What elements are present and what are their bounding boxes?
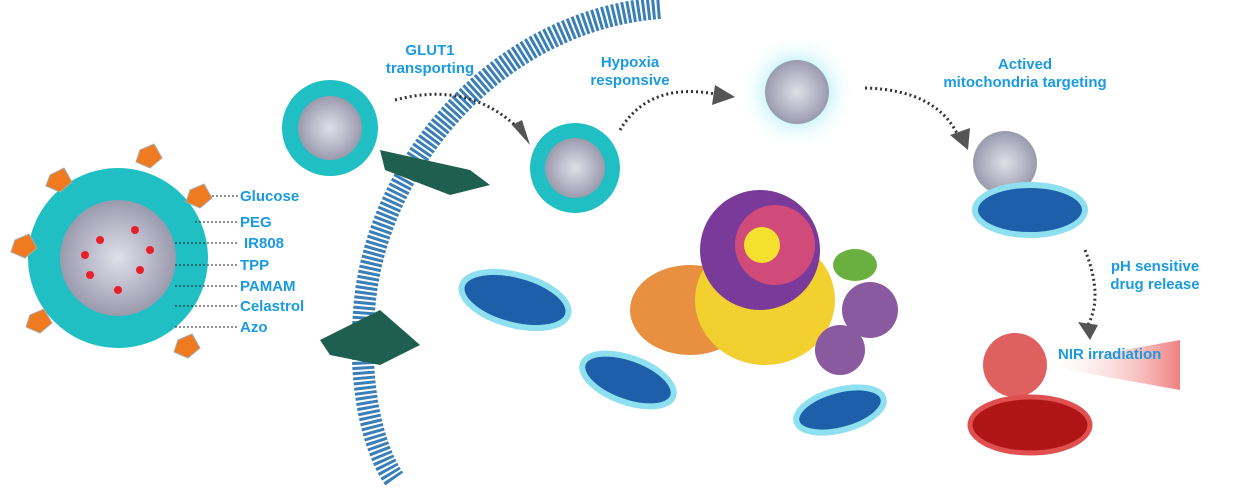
label-line: responsive	[590, 72, 670, 89]
label-line: mitochondria targeting	[943, 74, 1107, 91]
label-line: drug release	[1110, 276, 1200, 293]
label-line: transporting	[385, 60, 475, 77]
nanoparticle-glut1	[282, 80, 378, 176]
cell-nucleus	[630, 190, 898, 375]
nanoparticle-nir	[983, 333, 1047, 397]
nanoparticle-hypoxia	[530, 123, 620, 213]
glut1-transporter	[320, 310, 420, 365]
label-mito: Actived mitochondria targeting	[920, 56, 1130, 92]
glucose-icons	[10, 143, 213, 359]
mitochondria	[458, 182, 1093, 456]
legend-ir808: IR808	[244, 235, 285, 252]
label-line: Actived	[997, 56, 1053, 73]
glut1-transporter	[380, 150, 490, 195]
nanoparticle-large	[28, 168, 208, 348]
label-ph: pH sensitive drug release	[1095, 258, 1215, 294]
legend-pamam: PAMAM	[240, 278, 296, 295]
legend-azo: Azo	[240, 319, 268, 336]
label-glut1: GLUT1 transporting	[370, 42, 490, 78]
nanoparticle-mito	[973, 131, 1037, 195]
nanoparticle-hypoxia-released	[739, 34, 855, 150]
legend-celastrol: Celastrol	[240, 298, 305, 315]
label-hypoxia: Hypoxia responsive	[575, 54, 685, 90]
nir-beam	[1040, 340, 1180, 390]
legend-peg: PEG	[240, 214, 272, 231]
label-nir: NIR irradiation	[1058, 346, 1162, 363]
legend-glucose: Glucose	[240, 188, 300, 205]
legend-tpp: TPP	[240, 257, 270, 274]
label-line: Hypoxia	[600, 54, 660, 71]
label-line: pH sensitive	[1110, 258, 1200, 275]
label-line: GLUT1	[405, 42, 455, 59]
